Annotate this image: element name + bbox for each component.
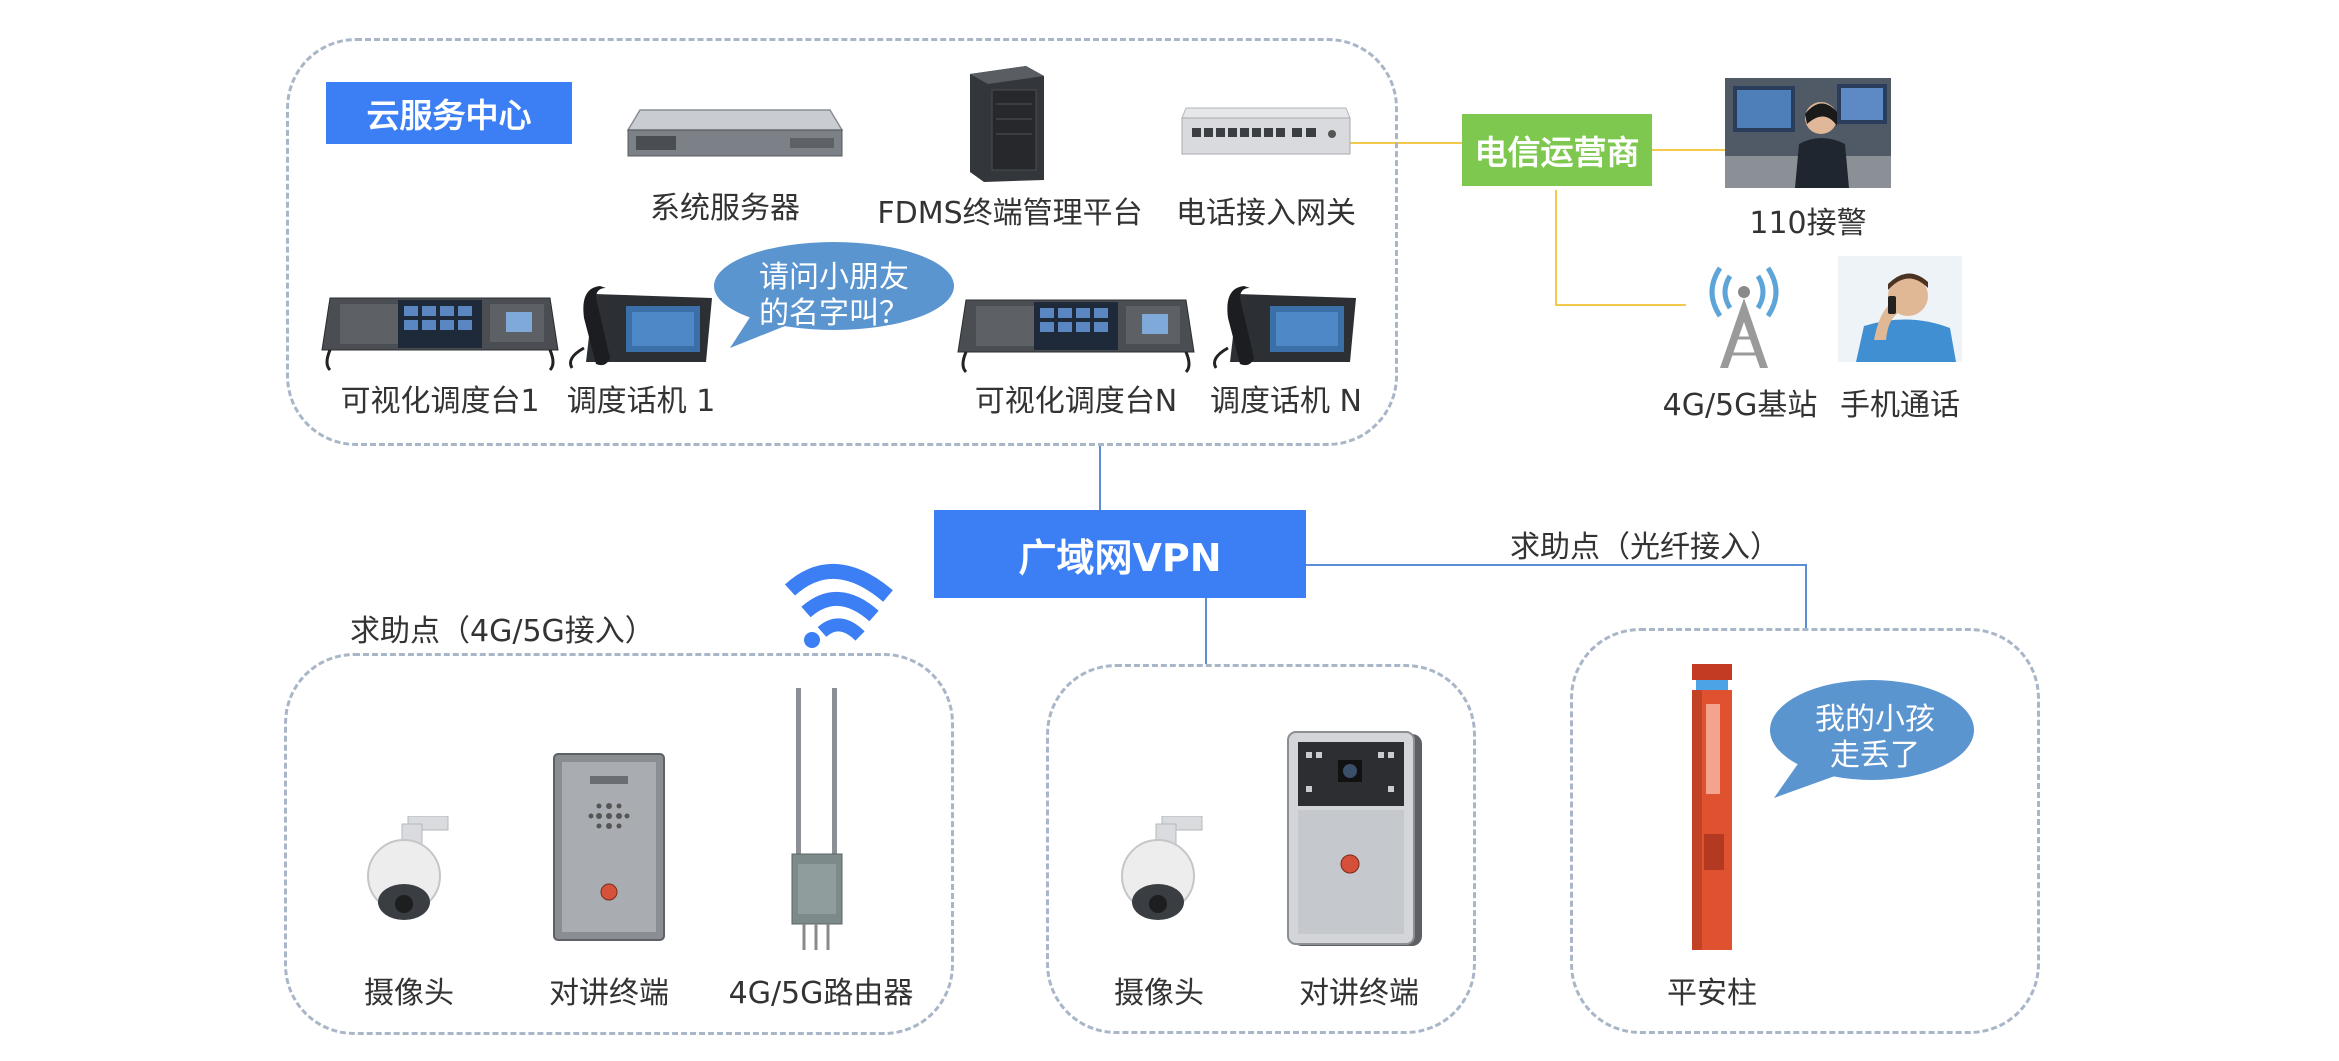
pillar-label: 平安柱 [1667, 976, 1757, 1011]
vpn-box: 广域网VPN [934, 510, 1306, 598]
fiber-bubble-text-1: 我的小孩 [1815, 702, 1935, 737]
speech-bubble-icon [714, 242, 954, 348]
dispatch-console-n-icon [957, 299, 1195, 374]
police-dispatcher-icon [1725, 78, 1891, 188]
operator-box: 电信运营商 [1462, 114, 1652, 186]
cloud-bubble-text-2: 的名字叫？ [759, 296, 909, 331]
wifi-icon [784, 563, 893, 648]
operator-label: 电信运营商 [1474, 133, 1640, 172]
intercom-mid-icon [1287, 731, 1422, 946]
fiber-speech-bubble-icon [1770, 680, 1974, 798]
rack-server-icon [626, 109, 844, 157]
mobile-user-icon [1838, 256, 1962, 362]
camera-mid-label: 摄像头 [1114, 976, 1204, 1011]
base-station-icon [1709, 266, 1779, 368]
operator-to-station-line [1555, 190, 1686, 306]
camera-4g-icon [367, 816, 449, 920]
camera-mid-icon [1121, 816, 1203, 920]
help-point-fiber-group [1570, 628, 2040, 1034]
phone-n-label: 调度话机 N [1210, 384, 1362, 419]
gateway-icon [1181, 107, 1351, 155]
vpn-to-fiber-line [1306, 564, 1807, 628]
vpn-label: 广域网VPN [1018, 535, 1222, 580]
dispatch-console-1-icon [321, 297, 559, 372]
intercom-4g-label: 对讲终端 [549, 976, 669, 1011]
safety-pillar-icon [1692, 664, 1732, 950]
phone-1-label: 调度话机 1 [566, 384, 716, 419]
police-label: 110接警 [1749, 206, 1867, 241]
dispatch-phone-1-icon [569, 286, 712, 369]
router-4g-icon [791, 688, 843, 950]
tower-server-icon [970, 66, 1044, 182]
gateway-label: 电话接入网关 [1176, 196, 1356, 231]
help-fiber-title: 求助点（光纤接入） [1510, 530, 1780, 565]
router-4g-label: 4G/5G路由器 [728, 976, 914, 1011]
cloud-service-group [286, 38, 1398, 446]
server-label: 系统服务器 [650, 191, 800, 226]
camera-4g-label: 摄像头 [364, 976, 454, 1011]
help-point-4g-group [284, 653, 954, 1035]
cloud-service-title-text: 云服务中心 [366, 96, 532, 135]
console-n-label: 可视化调度台N [974, 384, 1178, 419]
mobile-label: 手机通话 [1840, 388, 1960, 423]
cloud-bubble-text-1: 请问小朋友 [759, 260, 909, 295]
intercom-4g-icon [553, 753, 665, 941]
console-1-label: 可视化调度台1 [340, 384, 540, 419]
help-4g-title: 求助点（4G/5G接入） [350, 614, 655, 649]
cloud-service-title: 云服务中心 [326, 82, 572, 144]
station-label: 4G/5G基站 [1662, 388, 1818, 423]
fdms-label: FDMS终端管理平台 [877, 196, 1143, 231]
help-point-mid-group [1046, 664, 1476, 1034]
dispatch-phone-n-icon [1213, 286, 1356, 369]
fiber-bubble-text-2: 走丢了 [1830, 738, 1920, 773]
intercom-mid-label: 对讲终端 [1299, 976, 1419, 1011]
